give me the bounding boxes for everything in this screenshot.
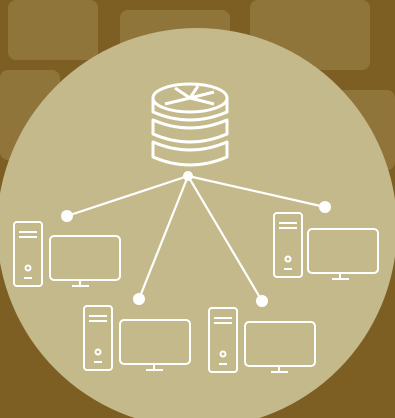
connection-node xyxy=(133,293,145,305)
connection-line xyxy=(187,174,326,209)
desktop-computer-icon xyxy=(273,212,379,280)
database-server-icon xyxy=(151,82,229,167)
desktop-computer-icon xyxy=(13,221,121,287)
connection-node xyxy=(256,295,268,307)
desktop-computer-icon xyxy=(83,305,191,371)
connection-nodes xyxy=(61,171,331,307)
connection-node xyxy=(61,210,73,222)
hub-node xyxy=(183,171,193,181)
connection-line xyxy=(137,175,190,300)
connections xyxy=(66,174,326,302)
connection-line xyxy=(66,174,189,218)
connection-line xyxy=(187,175,263,302)
desktop-computer-icon xyxy=(208,307,316,373)
connection-node xyxy=(319,201,331,213)
